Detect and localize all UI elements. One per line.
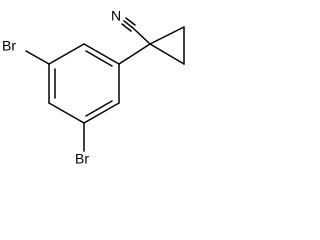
- nitrile-triple-bond-line-3: [121, 23, 132, 32]
- benzene-double-bond-1: [85, 50, 113, 67]
- bromine-substituents: Br Br: [2, 38, 89, 167]
- bromine-top-label: Br: [2, 38, 16, 54]
- cyclopropane-ring: [149, 26, 185, 65]
- ring-connector-bond: [118, 43, 151, 65]
- cyclopropane-bond-left-bottom: [149, 43, 185, 65]
- nitrile-triple-bond-line-2: [125, 17, 136, 26]
- benzene-double-bond-3: [85, 100, 113, 117]
- nitrile-group: N: [111, 8, 151, 45]
- cyclopropane-bond-left-top: [149, 26, 185, 45]
- nitrile-single-bond: [132, 27, 151, 45]
- benzene-bond-4: [48, 102, 85, 124]
- benzene-bond-5: [83, 102, 120, 124]
- benzene-bond-2: [48, 43, 85, 65]
- nitrile-triple-bond-line-1: [123, 20, 134, 29]
- bromine-top-bond: [25, 50, 50, 65]
- benzene-ring: [48, 43, 120, 124]
- benzene-bond-1: [83, 43, 120, 65]
- nitrogen-label: N: [111, 8, 121, 24]
- bromine-bottom-label: Br: [75, 151, 89, 167]
- chemical-structure-canvas: N Br Br: [2, 8, 185, 167]
